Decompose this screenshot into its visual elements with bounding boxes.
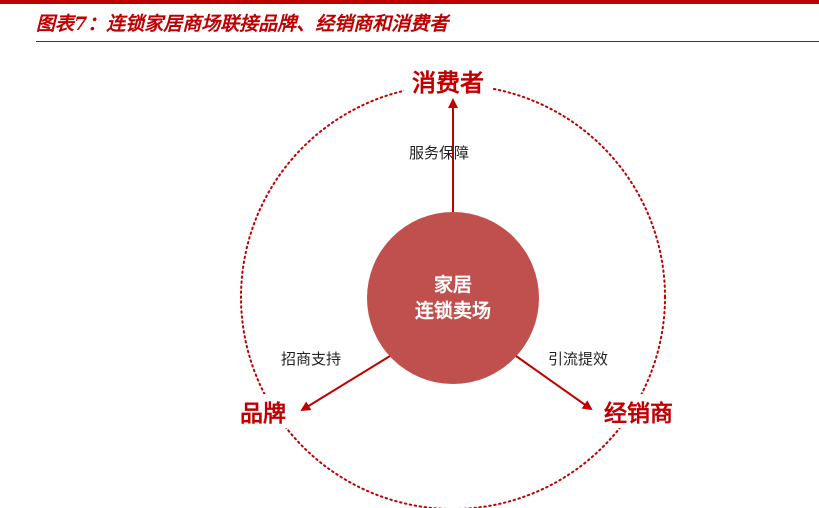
title-top-bar xyxy=(0,0,819,4)
arrow-to-brand xyxy=(300,355,391,412)
node-brand: 品牌 xyxy=(234,394,292,428)
edge-label-service: 服务保障 xyxy=(409,144,470,162)
arrow-to-dealer xyxy=(515,355,593,411)
node-dealer: 经销商 xyxy=(598,394,679,428)
center-circle: 家居 连锁卖场 xyxy=(367,212,539,384)
center-label-line1: 家居 xyxy=(433,274,472,296)
outer-dotted-ring xyxy=(240,84,666,508)
edge-label-traffic: 引流提效 xyxy=(548,350,609,368)
center-label-line2: 连锁卖场 xyxy=(414,300,491,322)
title-divider xyxy=(36,41,819,42)
edge-label-investment: 招商支持 xyxy=(281,350,342,368)
node-consumer: 消费者 xyxy=(404,63,492,98)
figure-title: 图表7：连锁家居商场联接品牌、经销商和消费者 xyxy=(36,13,449,35)
